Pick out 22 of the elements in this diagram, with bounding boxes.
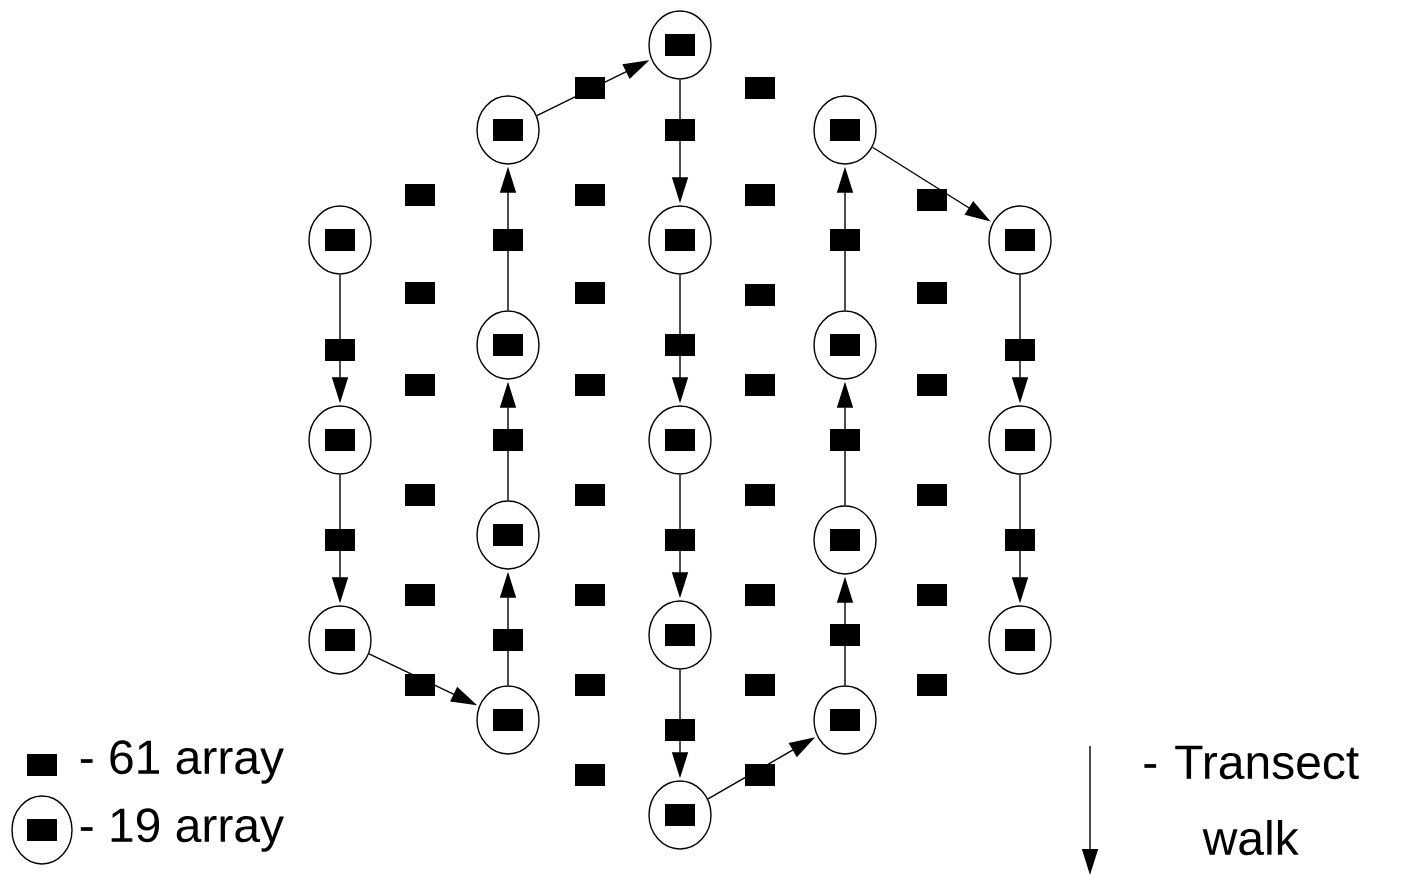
sensor-circle: [476, 685, 540, 755]
legend-text: - 61 array: [80, 740, 284, 784]
sensor-circle: [813, 95, 877, 165]
sensor-circle: [476, 500, 540, 570]
sensor-circle: [988, 405, 1052, 475]
sensor-circle: [813, 310, 877, 380]
sensor-circle: [813, 685, 877, 755]
sensor-circle: [308, 605, 372, 675]
sensor-circle: [476, 310, 540, 380]
sensor-circle: [988, 605, 1052, 675]
sensor-circle: [476, 95, 540, 165]
legend-text: - 19 array: [80, 808, 284, 852]
sensor-circle: [308, 205, 372, 275]
legend-text: - Transect walk: [1144, 745, 1359, 856]
sensor-circle: [813, 505, 877, 575]
sensor-circle: [648, 10, 712, 80]
sensor-circle: [648, 205, 712, 275]
sensor-circle: [648, 405, 712, 475]
sensor-circle: [308, 405, 372, 475]
sensor-circle: [648, 600, 712, 670]
sensor-circle: [988, 205, 1052, 275]
sensor-circle: [648, 780, 712, 850]
